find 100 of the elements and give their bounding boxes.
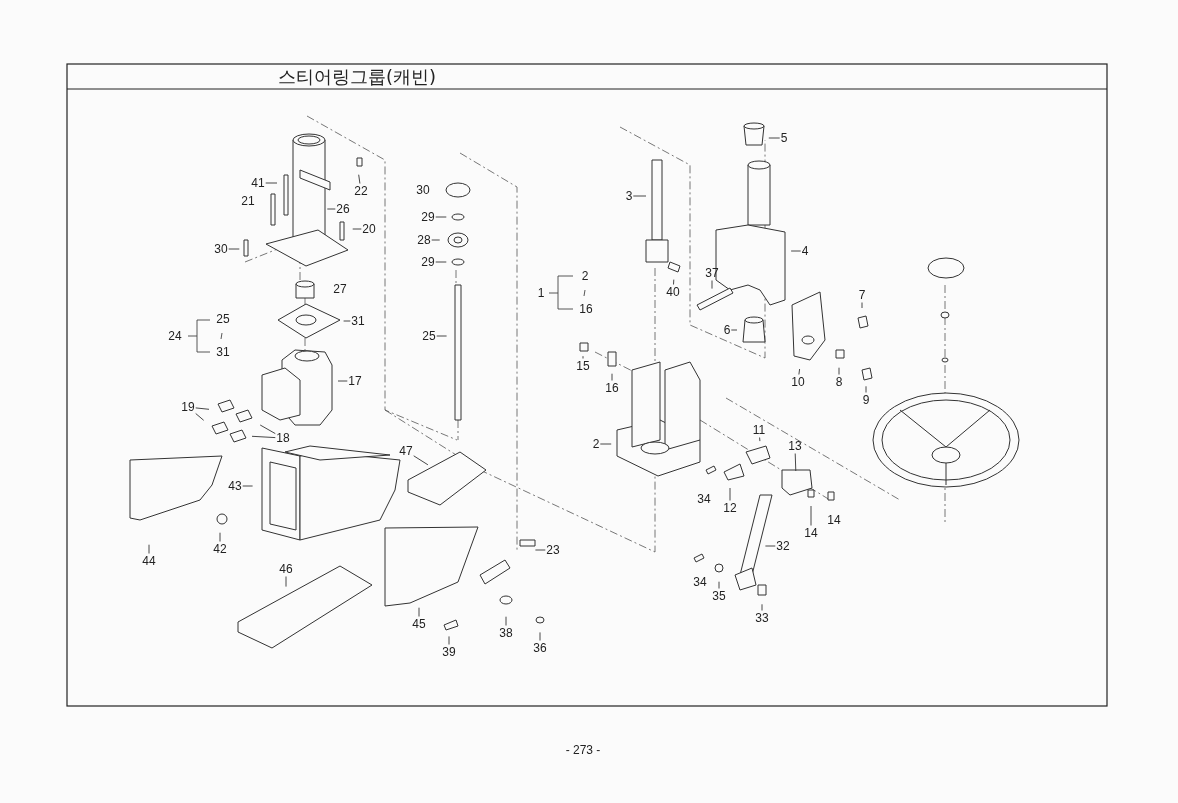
callout-number: 5	[780, 131, 788, 145]
callout-number: 47	[399, 444, 413, 458]
callout-number: 35	[712, 589, 726, 603]
callout-number: 14	[827, 513, 841, 527]
leader-line	[539, 631, 541, 641]
leader-line	[865, 385, 867, 393]
leader-line	[729, 487, 731, 501]
callout-number: 25	[422, 329, 436, 343]
page-title: 스티어링그룹(캐빈)	[278, 66, 437, 88]
callout-number: 31	[216, 345, 230, 359]
leader-line	[195, 407, 210, 410]
callout-number: 19	[181, 400, 195, 414]
callout-number: 30	[214, 242, 228, 256]
callout-number: 40	[666, 285, 680, 299]
leader-line	[418, 607, 420, 617]
leader-line	[352, 228, 362, 230]
callout-number: 12	[723, 501, 737, 515]
page-number: - 273 -	[565, 743, 601, 757]
callout-number: 15	[576, 359, 590, 373]
callout-number: 16	[579, 302, 593, 316]
leader-line	[285, 576, 287, 588]
leader-line	[251, 435, 276, 439]
callout-number: 17	[348, 374, 362, 388]
callout-number: 31	[351, 314, 365, 328]
leader-line	[413, 455, 429, 466]
leader-line	[242, 485, 254, 487]
callout-number: 7	[858, 288, 866, 302]
leader-line	[534, 549, 546, 551]
leader-line	[582, 355, 584, 359]
leader-line	[148, 544, 150, 554]
leader-line	[505, 616, 507, 626]
callout-number: 25	[216, 312, 230, 326]
leader-line	[195, 413, 205, 421]
callout-number: 41	[251, 176, 265, 190]
callout-number: 22	[354, 184, 368, 198]
callout-number: 9	[862, 393, 870, 407]
leader-line	[219, 532, 221, 542]
callout-number: 28	[417, 233, 431, 247]
callout-number: 26	[336, 202, 350, 216]
leader-line	[673, 279, 675, 285]
callout-number: 21	[241, 194, 255, 208]
leader-line	[861, 302, 863, 309]
leader-line	[448, 635, 450, 645]
leader-line	[435, 261, 447, 263]
callout-number: 2	[592, 437, 600, 451]
leader-line	[326, 208, 336, 210]
callout-number: 3	[625, 189, 633, 203]
leader-line	[718, 581, 720, 589]
leader-line	[810, 505, 812, 526]
leader-line	[764, 545, 776, 547]
leader-line	[343, 320, 351, 322]
callout-number: 45	[412, 617, 426, 631]
callout-number: 18	[276, 431, 290, 445]
callout-number: 37	[705, 266, 719, 280]
leader-line	[790, 250, 802, 252]
callout-number: 43	[228, 479, 242, 493]
callout-number: 27	[333, 282, 347, 296]
leader-line	[761, 603, 763, 611]
callout-number: 30	[416, 183, 430, 197]
leader-line	[632, 195, 647, 197]
leader-line	[768, 137, 781, 139]
leader-line	[798, 368, 801, 375]
leader-line	[265, 182, 278, 184]
leader-line	[436, 335, 448, 337]
callout-number: 4	[801, 244, 809, 258]
leader-line	[611, 373, 613, 381]
callout-number: 33	[755, 611, 769, 625]
callout-number: 16	[605, 381, 619, 395]
leader-line	[711, 280, 713, 290]
callout-number: 2	[581, 269, 589, 283]
callout-number: 29	[421, 255, 435, 269]
callout-number: 8	[835, 375, 843, 389]
callout-number: 10	[791, 375, 805, 389]
leader-line	[431, 239, 441, 241]
callout-number: 32	[776, 539, 790, 553]
callout-number: 24	[168, 329, 182, 343]
callout-number: 42	[213, 542, 227, 556]
leader-line	[435, 216, 447, 218]
callout-number: 36	[533, 641, 547, 655]
leader-line	[599, 443, 612, 445]
callout-number: 39	[442, 645, 456, 659]
callout-number: 34	[693, 575, 707, 589]
callout-number: 20	[362, 222, 376, 236]
leader-line	[759, 437, 761, 442]
callout-number: 23	[546, 543, 560, 557]
callout-number: 46	[279, 562, 293, 576]
callout-number: 29	[421, 210, 435, 224]
leader-line	[228, 248, 240, 250]
callout-number: 6	[723, 323, 731, 337]
leader-line	[358, 174, 361, 184]
callout-number: 44	[142, 554, 156, 568]
leader-line	[259, 424, 276, 435]
leader-line	[337, 380, 348, 382]
callout-number: 38	[499, 626, 513, 640]
callout-number: 11	[752, 423, 766, 437]
leader-line	[730, 329, 738, 331]
callout-number: 1	[537, 286, 545, 300]
callout-number: 13	[788, 439, 802, 453]
leader-line	[794, 453, 797, 472]
leader-line	[838, 367, 840, 375]
